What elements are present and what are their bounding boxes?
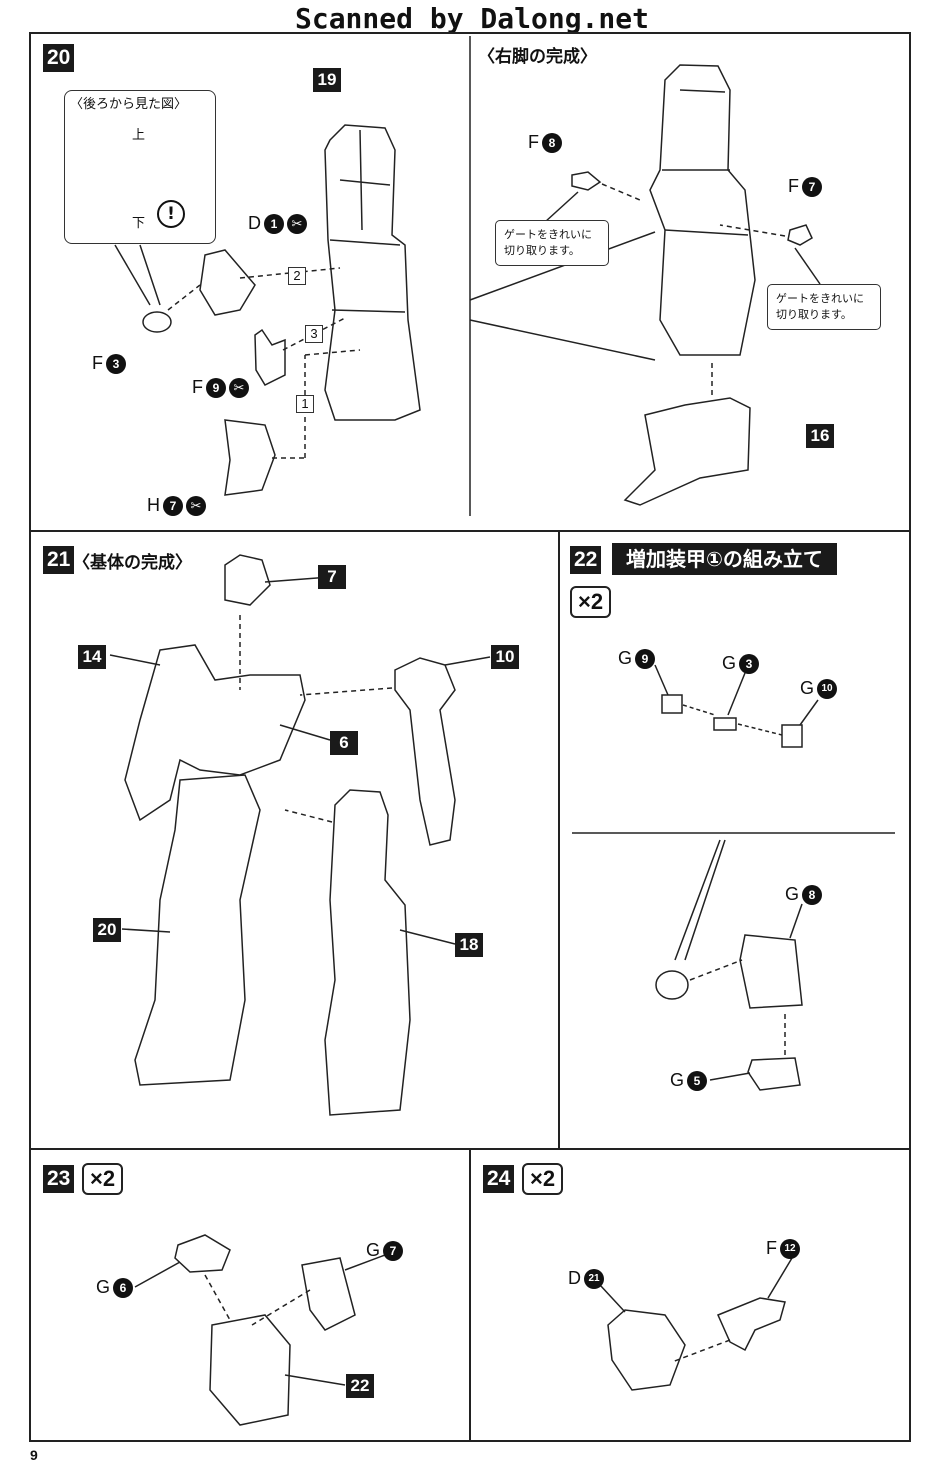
part-letter: G bbox=[670, 1070, 685, 1090]
caution-icon: ! bbox=[157, 200, 185, 228]
part-number: 6 bbox=[113, 1277, 134, 1298]
part-letter: G bbox=[618, 648, 633, 668]
part-letter: F bbox=[766, 1238, 777, 1258]
part-number: 10 bbox=[817, 678, 838, 699]
step-22-title: 増加装甲①の組み立て bbox=[612, 543, 837, 575]
watermark: Scanned by Dalong.net bbox=[294, 2, 649, 35]
assembly-ref-7: 7 bbox=[318, 565, 346, 589]
step-20-badge: 20 bbox=[43, 44, 75, 72]
rear-view-title: 〈後ろから見た図〉 bbox=[70, 97, 188, 112]
part-number: 1 bbox=[264, 213, 284, 234]
gate-note-line: ゲートをきれいに bbox=[504, 228, 592, 241]
part-letter: H bbox=[147, 495, 160, 515]
assembly-ref-10: 10 bbox=[491, 645, 519, 669]
step-24-badge: 24 bbox=[483, 1165, 515, 1193]
assembly-ref-14: 14 bbox=[78, 645, 106, 669]
assembly-ref-19: 19 bbox=[313, 68, 341, 92]
step-22-badge: 22 bbox=[570, 546, 602, 574]
nipper-icon: ✂ bbox=[229, 377, 249, 398]
part-number: 9 bbox=[635, 648, 656, 669]
part-letter: G bbox=[800, 678, 815, 698]
step-23-badge: 23 bbox=[43, 1165, 75, 1193]
order-2: 2 bbox=[288, 267, 306, 285]
step-22-multiplier: ×2 bbox=[570, 586, 612, 618]
part-letter: G bbox=[366, 1240, 381, 1260]
order-3: 3 bbox=[305, 325, 323, 343]
part-letter: F bbox=[92, 353, 103, 373]
gate-note-line: ゲートをきれいに bbox=[776, 292, 864, 305]
gate-note-line: 切り取ります。 bbox=[776, 308, 852, 321]
part-number: 7 bbox=[383, 1240, 404, 1261]
page-number: 9 bbox=[30, 1447, 38, 1463]
part-number: 7 bbox=[163, 495, 183, 516]
part-letter: D bbox=[568, 1268, 581, 1288]
part-number: 8 bbox=[542, 132, 562, 153]
part-letter: G bbox=[722, 653, 737, 673]
part-letter: G bbox=[96, 1277, 111, 1297]
part-number: 9 bbox=[206, 377, 226, 398]
right-leg-title: 〈右脚の完成〉 bbox=[478, 47, 597, 67]
step-21-title: 〈基体の完成〉 bbox=[73, 553, 192, 573]
part-letter: F bbox=[528, 132, 539, 152]
part-number: 3 bbox=[106, 353, 126, 374]
gate-note-line: 切り取ります。 bbox=[504, 244, 580, 257]
assembly-ref-18: 18 bbox=[455, 933, 483, 957]
rear-view-box bbox=[64, 90, 216, 244]
order-1: 1 bbox=[296, 395, 314, 413]
nipper-icon: ✂ bbox=[287, 213, 307, 234]
part-number: 8 bbox=[802, 884, 823, 905]
assembly-ref-16: 16 bbox=[806, 424, 834, 448]
part-letter: F bbox=[788, 176, 799, 196]
part-letter: F bbox=[192, 377, 203, 397]
gate-note-right: ゲートをきれいに 切り取ります。 bbox=[767, 284, 881, 330]
step-24-multiplier: ×2 bbox=[522, 1163, 564, 1195]
gate-note-left: ゲートをきれいに 切り取ります。 bbox=[495, 220, 609, 266]
up-label: 上 bbox=[132, 128, 146, 143]
part-number: 5 bbox=[687, 1070, 708, 1091]
down-label: 下 bbox=[132, 216, 146, 231]
step-21-badge: 21 bbox=[43, 546, 75, 574]
part-number: 12 bbox=[780, 1238, 800, 1259]
assembly-ref-6: 6 bbox=[330, 731, 358, 755]
nipper-icon: ✂ bbox=[186, 495, 206, 516]
assembly-ref-22: 22 bbox=[346, 1374, 374, 1398]
part-number: 3 bbox=[739, 653, 760, 674]
assembly-ref-20: 20 bbox=[93, 918, 121, 942]
part-number: 7 bbox=[802, 176, 822, 197]
step-24-panel bbox=[469, 1148, 911, 1442]
part-letter: D bbox=[248, 213, 261, 233]
step-23-multiplier: ×2 bbox=[82, 1163, 124, 1195]
part-number: 21 bbox=[584, 1268, 604, 1289]
part-letter: G bbox=[785, 884, 800, 904]
